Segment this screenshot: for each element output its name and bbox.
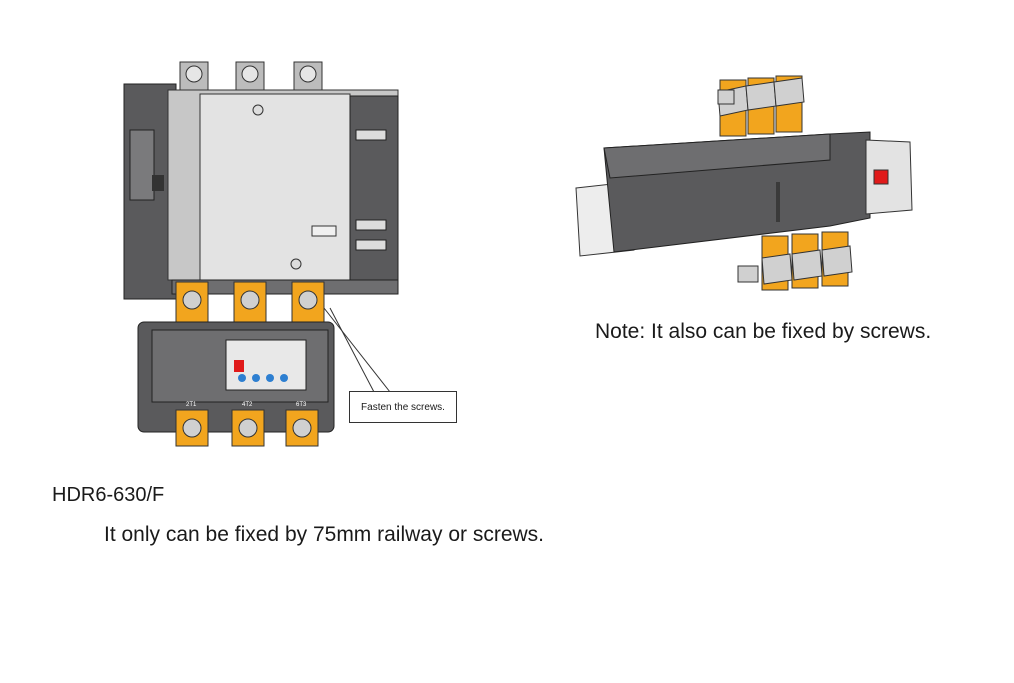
bottom-terminals xyxy=(175,409,319,447)
reset-button-red-side xyxy=(873,169,889,185)
contactor-with-relay-figure: 2T1 4T2 6T3 xyxy=(123,61,399,447)
model-heading: HDR6-630/F xyxy=(52,484,165,506)
connection-bars xyxy=(175,281,325,323)
fasten-screws-callout: Fasten the screws. xyxy=(349,391,457,423)
reset-button-red xyxy=(234,360,244,372)
mounting-description: It only can be fixed by 75mm railway or … xyxy=(104,523,544,546)
terminal-label-2t1: 2T1 xyxy=(186,402,197,408)
top-terminal-bolts xyxy=(179,61,323,93)
screw-mounting-figure xyxy=(575,75,913,291)
terminal-label-4t2: 4T2 xyxy=(242,402,253,408)
terminal-label-6t3: 6T3 xyxy=(296,402,307,408)
note-text: Note: It also can be fixed by screws. xyxy=(595,320,932,343)
contactor-cover xyxy=(199,93,351,281)
bottom-screws xyxy=(737,231,853,291)
top-screws xyxy=(717,75,805,137)
